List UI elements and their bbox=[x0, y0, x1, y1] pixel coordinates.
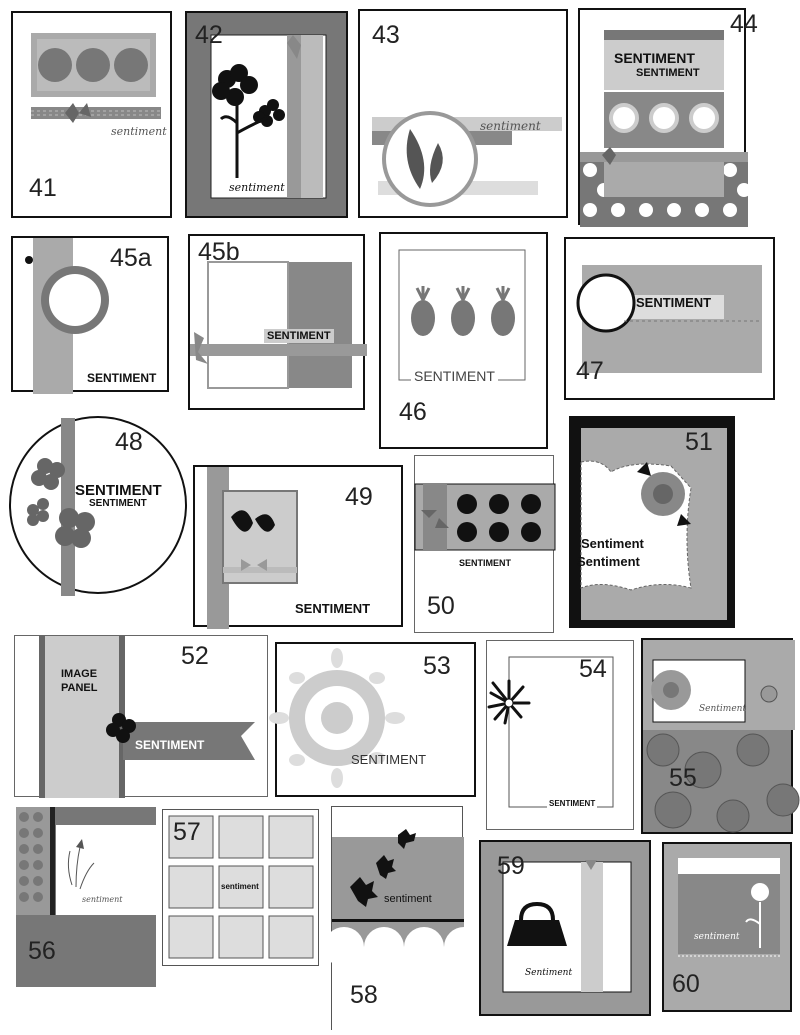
sketch-card-51[interactable]: Sentiment Sentiment 51 bbox=[569, 416, 735, 628]
card-42-number: 42 bbox=[195, 21, 223, 49]
card-52-panel-line1: IMAGE bbox=[61, 668, 98, 680]
sketch-card-41[interactable]: sentiment 41 bbox=[11, 11, 172, 218]
sketch-card-45b[interactable]: SENTIMENT 45b bbox=[188, 234, 367, 410]
card-57-number: 57 bbox=[173, 818, 201, 846]
sketch-card-49[interactable]: SENTIMENT 49 bbox=[193, 465, 403, 629]
card-49-number: 49 bbox=[345, 483, 373, 511]
card-44-sentiment-2: SENTIMENT bbox=[636, 67, 700, 79]
sketch-card-46[interactable]: SENTIMENT 46 bbox=[379, 232, 548, 449]
card-51-sentiment-1: Sentiment bbox=[581, 536, 644, 551]
sketch-card-50[interactable]: SENTIMENT 50 bbox=[414, 455, 556, 633]
card-49-sentiment: SENTIMENT bbox=[295, 601, 371, 616]
sketch-card-57[interactable]: sentiment 57 bbox=[162, 809, 319, 966]
sketch-card-48[interactable]: SENTIMENT SENTIMENT 48 bbox=[9, 416, 187, 596]
card-59-art bbox=[502, 860, 632, 993]
card-54-sentiment: SENTIMENT bbox=[547, 799, 598, 808]
card-58-sentiment: sentiment bbox=[384, 893, 432, 905]
card-58-number: 58 bbox=[350, 981, 378, 1009]
card-57-art bbox=[168, 815, 314, 959]
sketch-card-53[interactable]: SENTIMENT 53 bbox=[269, 642, 476, 797]
card-59-number: 59 bbox=[497, 852, 525, 880]
card-45a-sentiment: SENTIMENT bbox=[87, 371, 157, 385]
card-56-sentiment: sentiment bbox=[82, 895, 123, 904]
card-51-sentiment-2: Sentiment bbox=[577, 554, 640, 569]
card-42-sentiment: sentiment bbox=[229, 181, 285, 194]
sketch-card-43[interactable]: sentiment 43 bbox=[358, 9, 568, 218]
card-44-art bbox=[580, 30, 751, 227]
sketch-card-45a[interactable]: SENTIMENT 45a bbox=[11, 236, 169, 394]
card-53-number: 53 bbox=[423, 652, 451, 680]
card-54-number: 54 bbox=[579, 655, 607, 683]
card-45a-number: 45a bbox=[110, 244, 152, 272]
card-50-sentiment: SENTIMENT bbox=[459, 558, 512, 568]
card-48-art bbox=[27, 418, 95, 596]
card-46-number: 46 bbox=[399, 398, 427, 426]
sketch-card-52[interactable]: IMAGE PANEL SENTIMENT 52 bbox=[14, 635, 268, 798]
card-45b-number: 45b bbox=[198, 238, 240, 266]
card-52-art bbox=[39, 636, 255, 798]
card-47-number: 47 bbox=[576, 357, 604, 385]
card-42-art bbox=[210, 34, 327, 199]
card-48-sentiment-2: SENTIMENT bbox=[89, 498, 147, 509]
card-51-number: 51 bbox=[685, 428, 713, 456]
card-58-art bbox=[324, 829, 484, 1031]
sketch-card-56[interactable]: sentiment 56 bbox=[16, 807, 156, 987]
card-55-art bbox=[643, 640, 800, 833]
card-56-art bbox=[16, 807, 156, 915]
card-47-sentiment: SENTIMENT bbox=[636, 295, 712, 310]
card-53-sentiment: SENTIMENT bbox=[351, 752, 427, 767]
sketch-card-42[interactable]: sentiment 42 bbox=[185, 11, 348, 218]
card-52-panel-line2: PANEL bbox=[61, 682, 98, 694]
card-55-number: 55 bbox=[669, 764, 697, 792]
card-50-number: 50 bbox=[427, 592, 455, 620]
card-51-art bbox=[580, 428, 727, 620]
card-46-sentiment: SENTIMENT bbox=[411, 368, 498, 384]
card-44-sentiment-1: SENTIMENT bbox=[614, 50, 695, 66]
card-55-sentiment: Sentiment bbox=[699, 704, 747, 714]
card-43-sentiment: sentiment bbox=[480, 119, 541, 133]
sketch-card-59[interactable]: Sentiment 59 bbox=[479, 840, 651, 1016]
card-46-art bbox=[398, 249, 526, 381]
card-60-art bbox=[678, 858, 780, 957]
card-41-number: 41 bbox=[29, 174, 57, 202]
card-53-art bbox=[269, 648, 405, 788]
sketch-card-60[interactable]: sentiment 60 bbox=[662, 842, 792, 1012]
card-59-sentiment: Sentiment bbox=[525, 968, 573, 978]
card-43-number: 43 bbox=[372, 21, 400, 49]
sketch-card-55[interactable]: Sentiment 55 bbox=[641, 638, 800, 834]
card-44-number: 44 bbox=[730, 10, 758, 38]
card-52-sentiment: SENTIMENT bbox=[135, 738, 205, 752]
sketch-card-58[interactable]: sentiment 58 bbox=[324, 806, 484, 1031]
card-57-sentiment: sentiment bbox=[221, 882, 259, 891]
card-47-art bbox=[576, 265, 762, 373]
card-49-art bbox=[207, 467, 298, 629]
card-41-sentiment: sentiment bbox=[111, 125, 167, 138]
card-56-number: 56 bbox=[28, 937, 56, 965]
card-41-art bbox=[31, 33, 161, 123]
card-50-art bbox=[414, 483, 556, 551]
card-48-number: 48 bbox=[115, 428, 143, 456]
card-45b-sentiment: SENTIMENT bbox=[264, 329, 334, 343]
card-43-art bbox=[372, 111, 562, 207]
card-60-sentiment: sentiment bbox=[694, 932, 740, 942]
card-54-art bbox=[487, 656, 614, 808]
card-45b-art bbox=[190, 261, 367, 389]
card-45a-art bbox=[25, 238, 109, 394]
card-48-sentiment-1: SENTIMENT bbox=[75, 482, 162, 499]
sketch-card-47[interactable]: SENTIMENT 47 bbox=[564, 237, 775, 400]
sketch-card-44[interactable]: SENTIMENT SENTIMENT 44 bbox=[578, 8, 758, 227]
sketch-card-54[interactable]: SENTIMENT 54 bbox=[486, 640, 634, 830]
card-52-number: 52 bbox=[181, 642, 209, 670]
card-60-number: 60 bbox=[672, 970, 700, 998]
